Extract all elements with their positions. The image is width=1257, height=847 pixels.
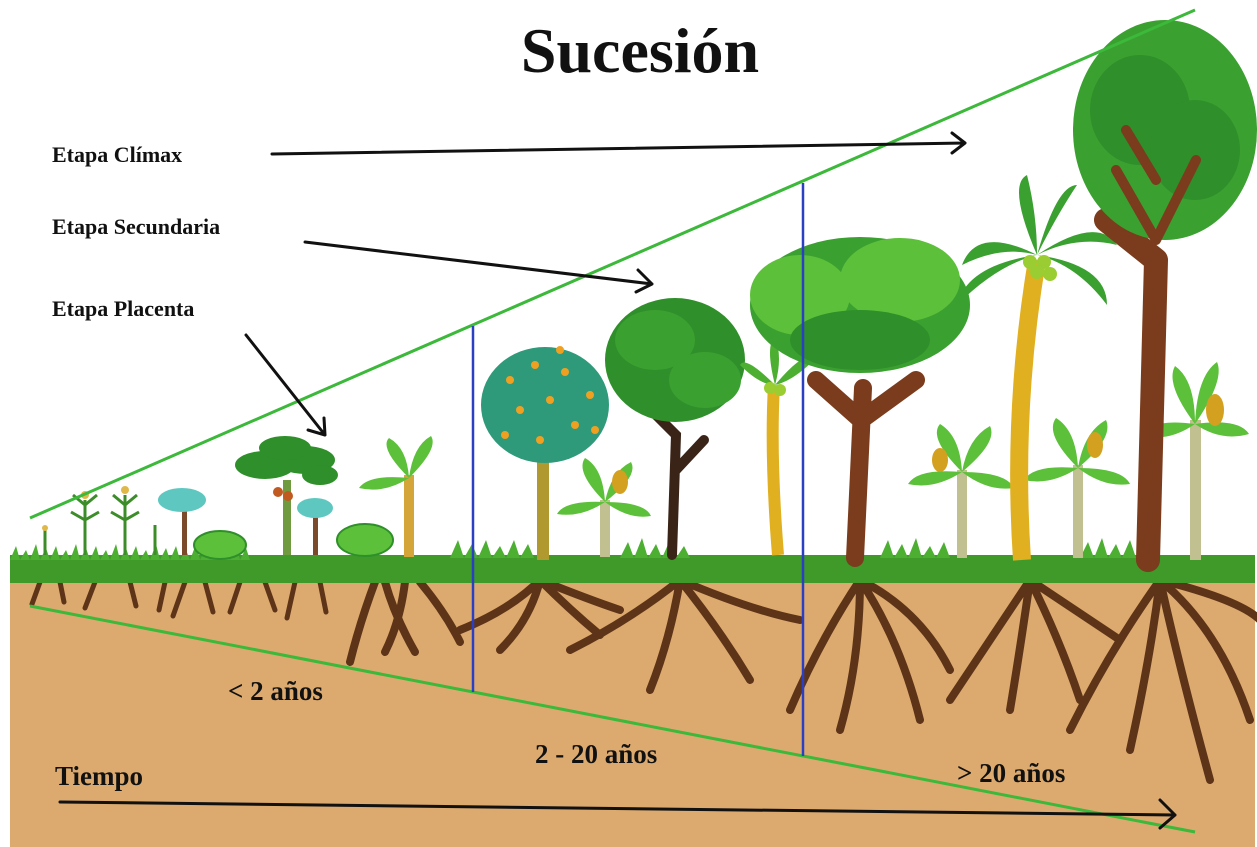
label-time: Tiempo [55,761,143,791]
arrow-secondary [305,242,652,292]
mid-canopy-tree [750,237,970,558]
early-plants [42,436,393,559]
label-secondary-stage: Etapa Secundaria [52,214,220,239]
label-period-late: > 20 años [957,758,1065,788]
diagram-title: Sucesión [521,15,759,86]
label-period-middle: 2 - 20 años [535,739,657,769]
label-placenta-stage: Etapa Placenta [52,296,194,321]
arrow-climax [272,133,965,154]
coconut-palm [957,175,1117,560]
deciduous-tree [605,298,745,555]
label-period-early: < 2 años [228,676,323,706]
label-climax-stage: Etapa Clímax [52,142,182,167]
orange-tree [481,346,609,560]
